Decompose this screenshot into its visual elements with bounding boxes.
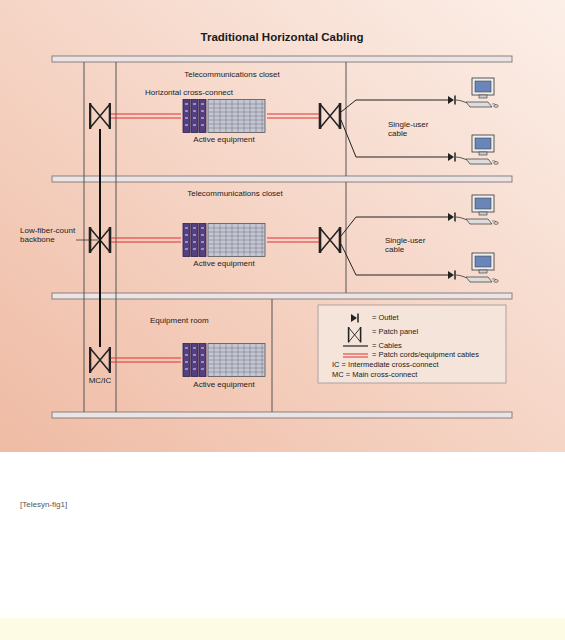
label-slot: MC = Main cross-connect — [332, 371, 417, 379]
label-slot: Low-fiber-count backbone — [20, 226, 76, 244]
label-slot: = Outlet — [372, 314, 398, 322]
equipment-label: Active equipment — [193, 259, 254, 268]
patch-panel: MC/IC — [89, 347, 111, 373]
equipment-rack — [182, 343, 266, 377]
room-label: Telecommunications closet — [187, 189, 283, 198]
panel-label: Horizontal cross-connect — [145, 88, 233, 97]
panel-label: MC/IC — [89, 376, 112, 385]
label-slot: = Cables — [372, 342, 402, 350]
label-slot: Traditional Horizontal Cabling — [201, 31, 364, 44]
backbone-cable — [99, 129, 101, 347]
label-slot: Single-user cable — [385, 236, 433, 254]
patch-panel-symbol — [89, 103, 111, 129]
room-label: Equipment room — [150, 316, 209, 325]
diagram-title: Traditional Horizontal Cabling — [201, 31, 364, 44]
patch-panel: Horizontal cross-connect — [89, 103, 111, 129]
label-slot: [Telesyn-fig1] — [20, 500, 67, 509]
equipment-label: Active equipment — [193, 380, 254, 389]
label-slot: = Patch cords/equipment cables — [372, 351, 479, 359]
closet-region: Telecommunications closetHorizontal cros… — [80, 64, 346, 174]
patch-cord — [111, 114, 181, 118]
legend-text: = Patch cords/equipment cables — [372, 351, 479, 359]
label-slot: Single-user cable — [388, 120, 436, 138]
equipment-rack: Active equipment — [181, 223, 267, 269]
equipment-rack — [182, 223, 266, 257]
room-label: Telecommunications closet — [184, 70, 280, 79]
equipment-room-region: Equipment roomMC/IC Active equipment — [80, 301, 272, 410]
label-slot: = Patch panel — [372, 328, 418, 336]
equipment-rack — [182, 99, 266, 133]
equipment-label: Active equipment — [193, 135, 254, 144]
legend-text: = Patch panel — [372, 328, 418, 336]
legend-text: = Cables — [372, 342, 402, 350]
cable-label: Single-user cable — [385, 236, 433, 254]
label-slot: IC = Intermediate cross-connect — [332, 361, 439, 369]
backbone-label: Low-fiber-count backbone — [20, 226, 76, 244]
closet-region: Telecommunications closetActive equipmen… — [80, 184, 346, 291]
legend-text: = Outlet — [372, 314, 398, 322]
legend-text: IC = Intermediate cross-connect — [332, 361, 439, 369]
figure-caption: [Telesyn-fig1] — [20, 500, 67, 509]
cable-label: Single-user cable — [388, 120, 436, 138]
legend-text: MC = Main cross-connect — [332, 371, 417, 379]
equipment-rack: Active equipment — [181, 343, 267, 389]
equipment-rack: Active equipment — [181, 99, 267, 145]
patch-cord — [111, 358, 181, 362]
patch-panel-symbol — [89, 347, 111, 373]
